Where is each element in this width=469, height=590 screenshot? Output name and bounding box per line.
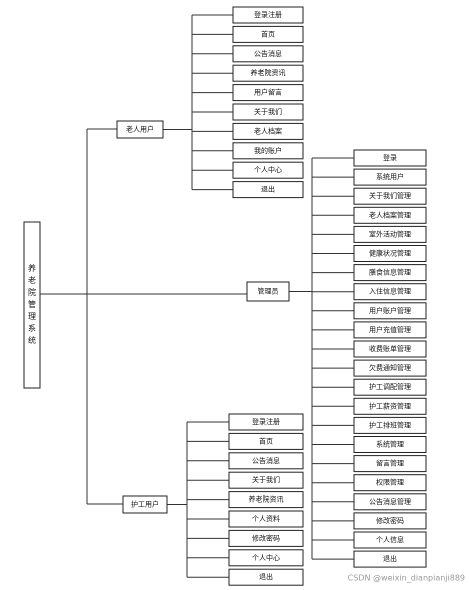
admin-function-box [353,416,427,434]
admin-function-box [353,531,427,549]
connector-lines [40,14,354,578]
admin-function-box [353,302,427,320]
elderly-function-label: 个人中心 [254,165,282,174]
admin-function-box [353,436,427,453]
nurse-function-label: 关于我们 [252,475,280,484]
admin-function-label: 用户充值管理 [369,325,411,334]
admin-function-box [353,225,427,243]
admin-function-box [353,245,427,262]
admin-function-label: 护工调配管理 [369,382,411,391]
admin-function-box [353,397,427,415]
elderly-function-box [232,103,304,121]
elderly-function-box [232,25,304,43]
admin-function-label: 收费账单管理 [369,344,411,353]
admin-function-label: 护工排班管理 [369,420,411,429]
admin-function-box [353,474,427,492]
admin-function-box [353,512,427,530]
nurse-function-box [228,529,304,547]
nurse-function-label: 公告消息 [252,456,280,465]
admin-function-label: 权限管理 [376,478,404,487]
elderly-user-label: 老人用户 [126,125,154,134]
nurse-function-label: 退出 [259,572,273,581]
admin-function-label: 欠费通知管理 [369,363,411,372]
nurse-function-box [228,432,304,450]
elderly-function-box [232,45,304,63]
admin-function-label: 修改密码 [376,516,404,525]
elderly-function-label: 用户留言 [254,88,282,97]
admin-function-label: 关于我们管理 [369,191,411,200]
nurse-function-label: 首页 [259,436,273,445]
admin-label: 管理员 [258,287,279,296]
admin-function-label: 系统用户 [376,172,404,181]
admin-function-box [353,340,427,358]
admin-function-box [353,187,427,205]
admin-function-box [353,493,427,511]
admin-functions: 登录系统用户关于我们管理老人档案管理室外活动管理健康状况管理膳食信息管理入住信息… [353,149,427,568]
admin-function-box [353,283,427,301]
nurse-function-box [228,452,304,470]
admin-function-label: 室外活动管理 [369,229,411,238]
admin-function-label: 退出 [383,554,397,563]
nurse-user-label: 护工用户 [131,500,159,509]
elderly-user-node: 老人用户 [116,120,164,139]
elderly-function-label: 首页 [261,29,275,38]
admin-function-label: 老人档案管理 [369,210,411,219]
elderly-function-box [232,64,304,82]
elderly-function-box [232,122,304,140]
admin-function-box [353,264,427,282]
root-label: 养老院管理系统 [28,263,36,345]
admin-function-box [353,378,427,396]
nurse-function-box [228,510,304,528]
elderly-function-label: 养老院资讯 [251,68,286,77]
nurse-function-box [228,549,304,567]
admin-function-label: 留言管理 [376,459,404,468]
admin-function-box [353,321,427,339]
nurse-function-box [228,413,304,431]
admin-function-label: 护工薪资管理 [369,401,411,410]
admin-function-box [353,455,427,473]
admin-function-box [353,149,427,167]
elderly-function-label: 我的账户 [254,146,282,155]
elderly-function-box [232,6,304,24]
admin-function-box [353,206,427,224]
admin-node: 管理员 [246,281,290,302]
admin-function-box [353,359,427,377]
root-node: 养老院管理系统 [23,221,41,389]
nurse-user-node: 护工用户 [122,495,168,514]
elderly-function-box [232,161,304,179]
admin-function-label: 膳食信息管理 [369,268,411,277]
nurse-function-label: 养老院资讯 [249,495,284,504]
admin-function-label: 系统管理 [376,440,404,449]
elderly-function-box [232,181,304,199]
elderly-function-label: 登录注册 [254,10,282,19]
elderly-function-label: 公告消息 [254,49,282,58]
admin-function-label: 个人信息 [376,535,404,544]
nurse-function-label: 登录注册 [252,417,280,426]
elderly-function-label: 退出 [261,185,275,194]
nurse-function-label: 修改密码 [252,533,280,542]
admin-function-box [353,168,427,186]
admin-function-box [353,550,427,568]
elderly-function-label: 老人档案 [254,126,282,135]
nurse-function-label: 个人中心 [252,553,280,562]
nurse-function-label: 个人资料 [252,514,280,523]
nurse-function-box [228,568,304,586]
nurse-function-box [228,491,304,509]
watermark: CSDN @weixin_dianpianji889 [348,574,465,583]
elderly-function-label: 关于我们 [254,107,282,116]
admin-function-label: 公告消息管理 [369,497,411,506]
admin-function-label: 登录 [383,153,397,162]
admin-function-label: 用户账户管理 [369,306,411,315]
admin-function-label: 入住信息管理 [369,287,411,296]
elderly-function-box [232,84,304,102]
nurse-function-box [228,471,304,489]
admin-function-label: 健康状况管理 [369,249,411,258]
elderly-function-box [232,142,304,160]
